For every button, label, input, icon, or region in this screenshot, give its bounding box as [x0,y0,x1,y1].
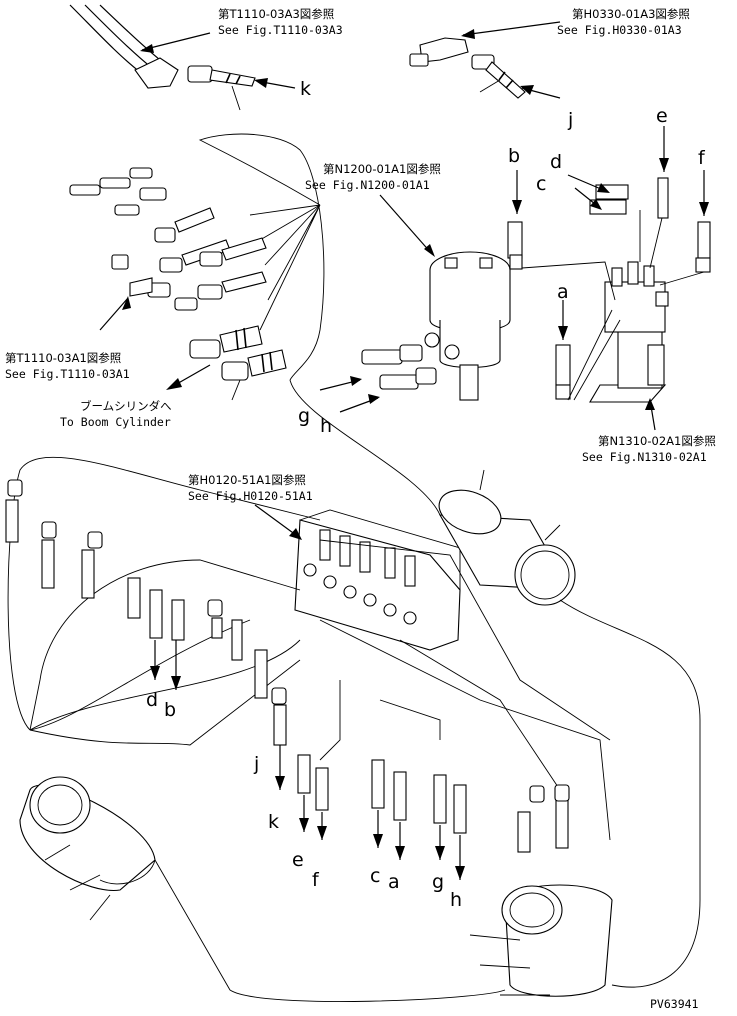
ref-n1200-a1-jp: 第N1200-01A1図参照 [323,162,441,176]
ref-t1110-a3-jp: 第T1110-03A3図参照 [218,7,334,21]
tank-cylinder [438,469,576,606]
ref-h0330-a3-jp: 第H0330-01A3図参照 [572,7,690,21]
control-valve [254,504,461,651]
letter-g-bot: g [432,871,444,893]
ref-n1310-a1-en: See Fig.N1310-02A1 [582,450,707,464]
letter-f-bot: f [312,869,320,891]
ref-t1110-a1-jp: 第T1110-03A1図参照 [5,351,121,365]
letter-c-top: c [536,173,546,195]
piping-outlines [7,379,701,1002]
drawing-code: PV63941 [650,997,699,1011]
letter-g-mid: g [298,405,310,427]
ref-h0120-a1-jp: 第H0120-51A1図参照 [188,473,306,487]
boom-cylinder-jp: ブームシリンダへ [80,399,172,413]
ref-t1110-a1-en: See Fig.T1110-03A1 [5,367,130,381]
ref-t1110-a3-en: See Fig.T1110-03A3 [218,23,343,37]
letter-c-bot: c [370,865,380,887]
letter-h-mid: h [320,415,332,437]
top-left-pipe [69,4,296,111]
letter-e-bot: e [292,849,304,871]
letter-d-bot: d [146,689,158,711]
letter-f-top: f [698,147,706,169]
right-valve-assembly [507,126,711,431]
reference-labels: 第T1110-03A3図参照 See Fig.T1110-03A3 第H0330… [5,7,716,1011]
left-hose-bundle [69,133,325,401]
ref-h0330-a3-en: See Fig.H0330-01A3 [557,23,682,37]
bottom-left-cylinder [19,776,156,921]
ref-h0120-a1-en: See Fig.H0120-51A1 [188,489,313,503]
letter-j-bot: j [253,753,259,775]
letter-d-top: d [550,151,562,173]
letter-b-top: b [508,145,520,167]
letter-h-bot: h [450,889,462,911]
ref-n1200-a1-en: See Fig.N1200-01A1 [305,178,430,192]
letter-k-top: k [300,78,311,100]
top-right-fittings [409,21,561,99]
letter-a-bot: a [388,871,400,893]
letter-j-top: j [567,109,573,131]
bottom-hoses [5,479,570,880]
letter-e-top: e [656,105,668,127]
letter-k-bot: k [268,811,279,833]
port-letters: k j b d c e f a g h d b j k e f c a g h [146,78,706,911]
letter-a-top: a [557,281,569,303]
ref-n1310-a1-jp: 第N1310-02A1図参照 [598,434,716,448]
letter-b-bot: b [164,699,176,721]
swivel-joint [319,194,511,413]
boom-cylinder-en: To Boom Cylinder [60,415,171,429]
bottom-right-cylinder [469,884,613,997]
